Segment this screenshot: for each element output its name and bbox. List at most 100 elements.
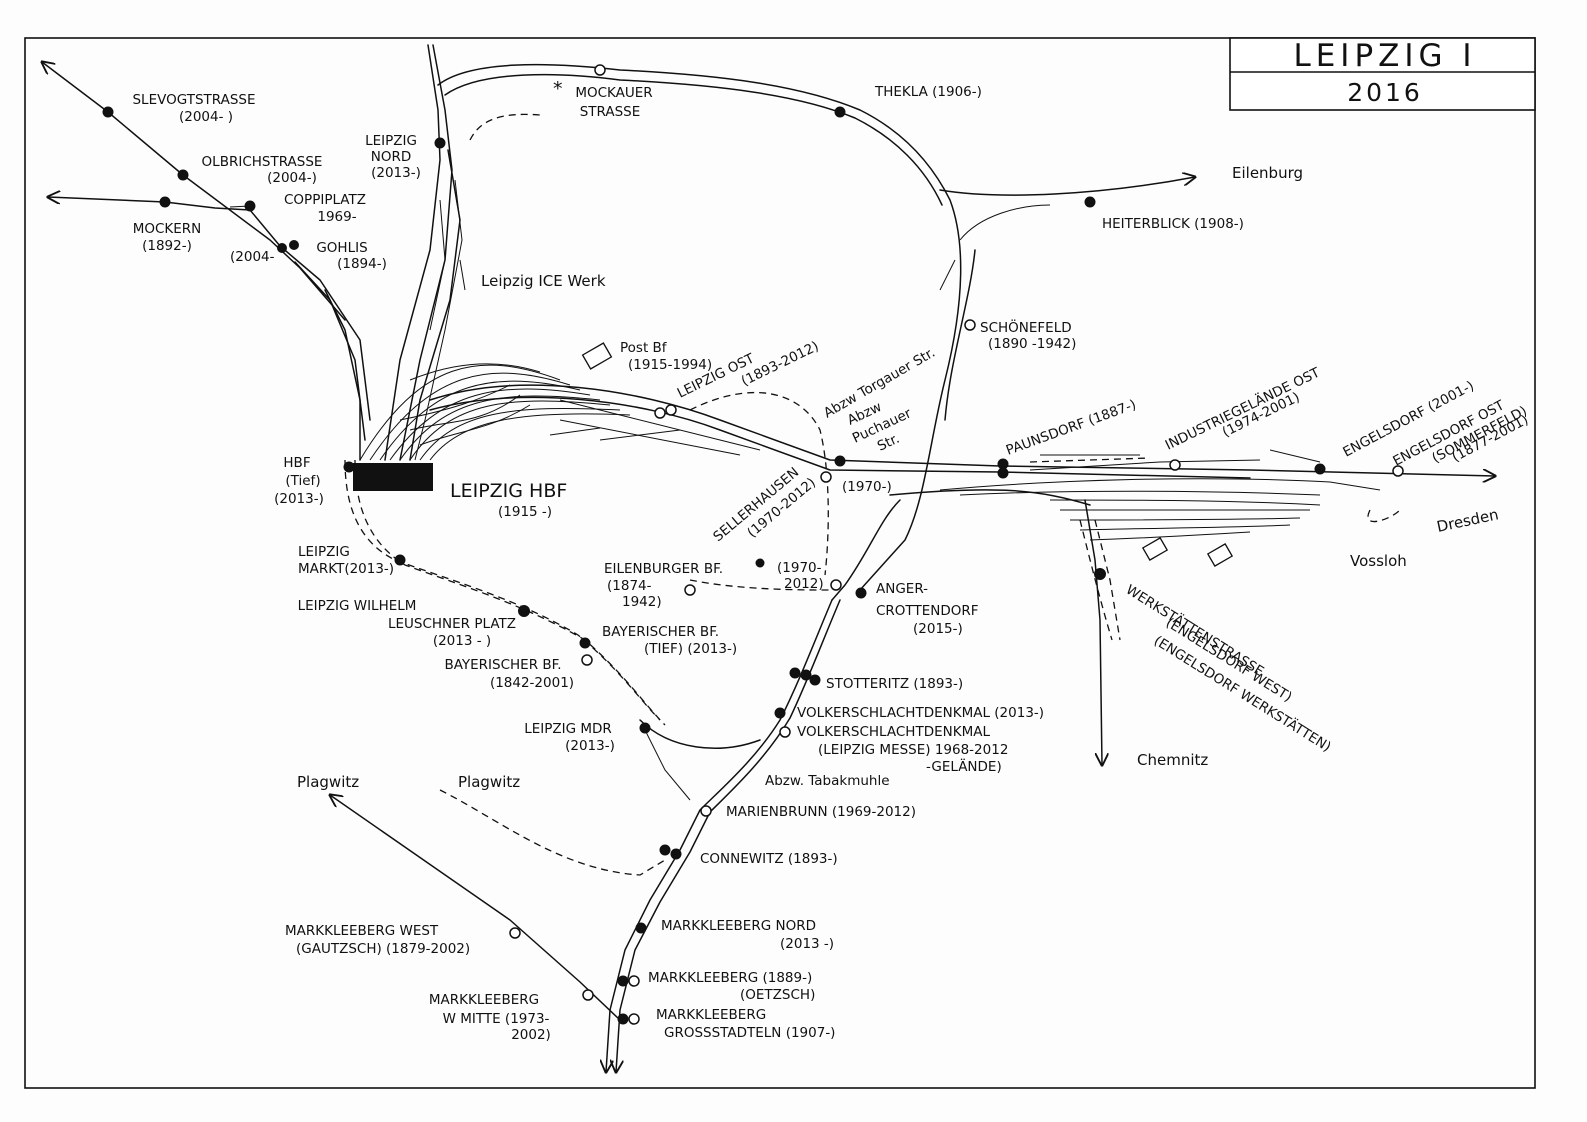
station-dot-mkb-a [617,975,629,987]
station-dot-marienbrunn [700,805,712,817]
svg-text:(Tief): (Tief) [285,473,320,489]
svg-text:(2013-): (2013-) [371,165,421,181]
svg-text:LEIPZIG: LEIPZIG [365,133,417,149]
svg-text:SLEVOGTSTRASSE: SLEVOGTSTRASSE [132,92,255,108]
svg-text:LEIPZIG MDR: LEIPZIG MDR [524,721,612,737]
svg-text:(1915-1994): (1915-1994) [628,357,712,373]
engelsdorf-yard [939,449,1381,541]
label-plagwitz-1: Plagwitz [297,773,359,791]
svg-text:BAYERISCHER BF.: BAYERISCHER BF. [444,657,561,673]
station-dot-mkbwest [509,927,521,939]
label-slevogt: SLEVOGTSTRASSE (2004- ) [132,92,255,125]
station-dot-gohlis-a [277,243,287,253]
svg-text:(TIEF) (2013-): (TIEF) (2013-) [644,641,737,657]
label-voelker1: VOLKERSCHLACHTDENKMAL (2013-) [797,705,1044,721]
svg-text:1969-: 1969- [317,209,356,225]
label-eilenburgerbf2: (1970- 2012) [777,560,824,592]
station-dot-eilenburgerbf2 [830,579,842,591]
label-sellerhausen: SELLERHAUSEN (1970-2012) [710,464,819,545]
svg-text:(1890 -1942): (1890 -1942) [988,336,1076,352]
label-mkb: MARKKLEEBERG (1889-) (OETZSCH) [648,970,815,1003]
station-dot-mdr [639,722,651,734]
label-mkbnord: MARKKLEEBERG NORD (2013 -) [661,918,834,952]
svg-text:(2004-): (2004-) [267,170,317,186]
svg-text:1942): 1942) [622,594,662,610]
svg-text:(2013-): (2013-) [274,491,324,507]
label-mkbwest: MARKKLEEBERG WEST (GAUTZSCH) (1879-2002) [285,923,470,957]
svg-text:SCHÖNEFELD: SCHÖNEFELD [980,318,1072,336]
label-werkstaetten: WERKSTÄTTENSTRASSE (ENGELSDORF WEST) (EN… [1123,580,1335,755]
yard-building-2 [1206,543,1234,567]
station-dot-sellerhausen [834,455,846,467]
svg-text:ANGER-: ANGER- [876,581,928,597]
map-year: 2016 [1347,78,1423,107]
station-dot-paunsdorf-b [997,467,1009,479]
label-gohlis: GOHLIS (1894-) [316,240,387,272]
dashed-lines [344,113,1151,876]
label-mkbgross: MARKKLEEBERG GROSSSTADTELN (1907-) [656,1007,835,1041]
svg-text:INDUSTRIEGELÄNDE OST: INDUSTRIEGELÄNDE OST [1162,363,1323,454]
label-abzwpuchauer: Abzw Puchauer Str. [845,399,914,455]
station-dot-mkbmitte [582,989,594,1001]
svg-text:(1892-): (1892-) [142,238,192,254]
station-dot-mockern [159,196,171,208]
svg-text:W MITTE (1973-: W MITTE (1973- [443,1011,550,1027]
hbf-building [353,463,433,491]
label-connewitz: CONNEWITZ (1893-) [700,851,838,867]
station-dot-anger [855,587,867,599]
station-dot-gohlis-b [289,240,299,250]
station-dot-mkbgross-b [628,1013,640,1025]
station-dot-mkbgross-a [617,1013,629,1025]
label-markt: LEIPZIG MARKT(2013-) [298,544,394,577]
station-dot-nord [434,137,446,149]
label-vossloh: Vossloh [1350,552,1407,570]
label-mkbmitte: MARKKLEEBERG W MITTE (1973- 2002) [429,992,551,1043]
svg-text:MARKKLEEBERG: MARKKLEEBERG [656,1007,766,1023]
station-dot-industrie [1169,459,1181,471]
label-mockern: MOCKERN (1892-) [133,221,202,254]
svg-text:(1842-2001): (1842-2001) [490,675,574,691]
label-stotteritz: STOTTERITZ (1893-) [826,676,963,692]
label-chemnitz: Chemnitz [1137,751,1208,769]
svg-text:BAYERISCHER BF.: BAYERISCHER BF. [602,624,719,640]
label-heiterblick: HEITERBLICK (1908-) [1102,216,1244,232]
svg-text:-GELÄNDE): -GELÄNDE) [926,757,1002,775]
svg-text:MARKKLEEBERG NORD: MARKKLEEBERG NORD [661,918,816,934]
svg-text:LEIPZIG HBF: LEIPZIG HBF [450,480,567,502]
label-bayerischtief: BAYERISCHER BF. (TIEF) (2013-) [602,624,737,657]
station-dot-hbftief [343,461,355,473]
station-dot-eilenburgerbf [684,584,696,596]
label-gohlis2004: (2004- [230,249,275,265]
svg-text:(LEIPZIG MESSE) 1968-2012: (LEIPZIG MESSE) 1968-2012 [818,742,1008,758]
svg-text:2012): 2012) [784,576,824,592]
svg-text:MARKKLEEBERG (1889-): MARKKLEEBERG (1889-) [648,970,812,986]
svg-text:EILENBURGER BF.: EILENBURGER BF. [604,561,723,577]
label-postbf: Post Bf (1915-1994) [620,340,712,373]
station-dot-schoenefeld [964,319,976,331]
label-tabakmuehle: Abzw. Tabakmuhle [765,773,890,789]
station-dot-mockauer [594,64,606,76]
mockauer-asterisk-icon: * [553,78,563,100]
tracks [42,44,1495,1072]
svg-text:MARKKLEEBERG WEST: MARKKLEEBERG WEST [285,923,439,939]
label-ice-werk: Leipzig ICE Werk [481,272,606,290]
station-dot-coppi [244,200,256,212]
map-title: LEIPZIG I [1293,38,1476,74]
svg-text:(2013 -): (2013 -) [780,936,834,952]
station-dot-eilenburgerbf-mark [755,558,765,568]
station-dot-voelker2 [779,726,791,738]
station-markers [102,64,1404,1025]
station-dot-sellerhausen-old [820,471,832,483]
station-dot-connewitz-a [659,844,671,856]
svg-text:NORD: NORD [371,149,412,165]
station-dot-engelsdorf [1314,463,1326,475]
svg-text:MOCKERN: MOCKERN [133,221,202,237]
label-wilhelm: LEIPZIG WILHELM LEUSCHNER PLATZ (2013 - … [298,598,516,649]
label-industrie: INDUSTRIEGELÄNDE OST (1974-2001) [1162,363,1323,454]
svg-text:(GAUTZSCH) (1879-2002): (GAUTZSCH) (1879-2002) [296,941,470,957]
svg-text:(2013-): (2013-) [565,738,615,754]
svg-text:LEUSCHNER PLATZ: LEUSCHNER PLATZ [388,616,516,632]
label-mockauer: MOCKAUER STRASSE [575,85,652,120]
station-dot-slevogt [102,106,114,118]
label-coppi: COPPIPLATZ 1969- [284,192,366,225]
